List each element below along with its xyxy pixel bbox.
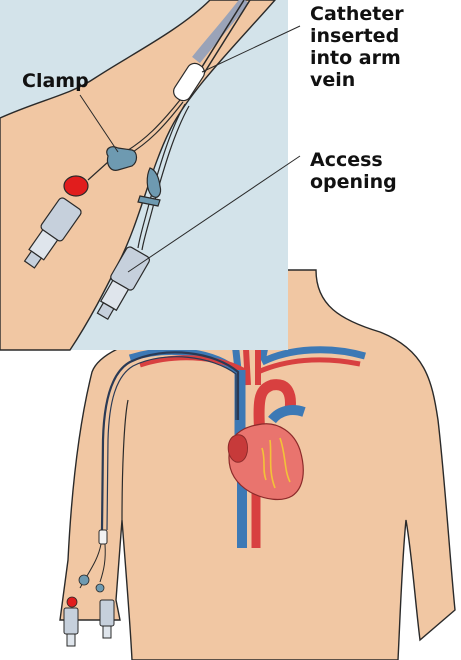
red-valve — [64, 176, 88, 196]
small-tip-right — [103, 626, 111, 638]
small-clamp-2-icon — [96, 584, 104, 592]
small-clamp-icon — [79, 575, 89, 585]
arm-inset — [0, 0, 288, 350]
small-tip-left — [67, 634, 75, 646]
catheter-label: Catheter inserted into arm vein — [310, 3, 404, 91]
small-valve — [67, 597, 77, 607]
catheter-hub — [99, 530, 107, 544]
clamp-label: Clamp — [22, 70, 89, 92]
small-connector-right — [100, 600, 114, 626]
right-atrium — [228, 435, 247, 462]
access-opening-label: Access opening — [310, 149, 397, 193]
small-connector-left — [64, 608, 78, 634]
